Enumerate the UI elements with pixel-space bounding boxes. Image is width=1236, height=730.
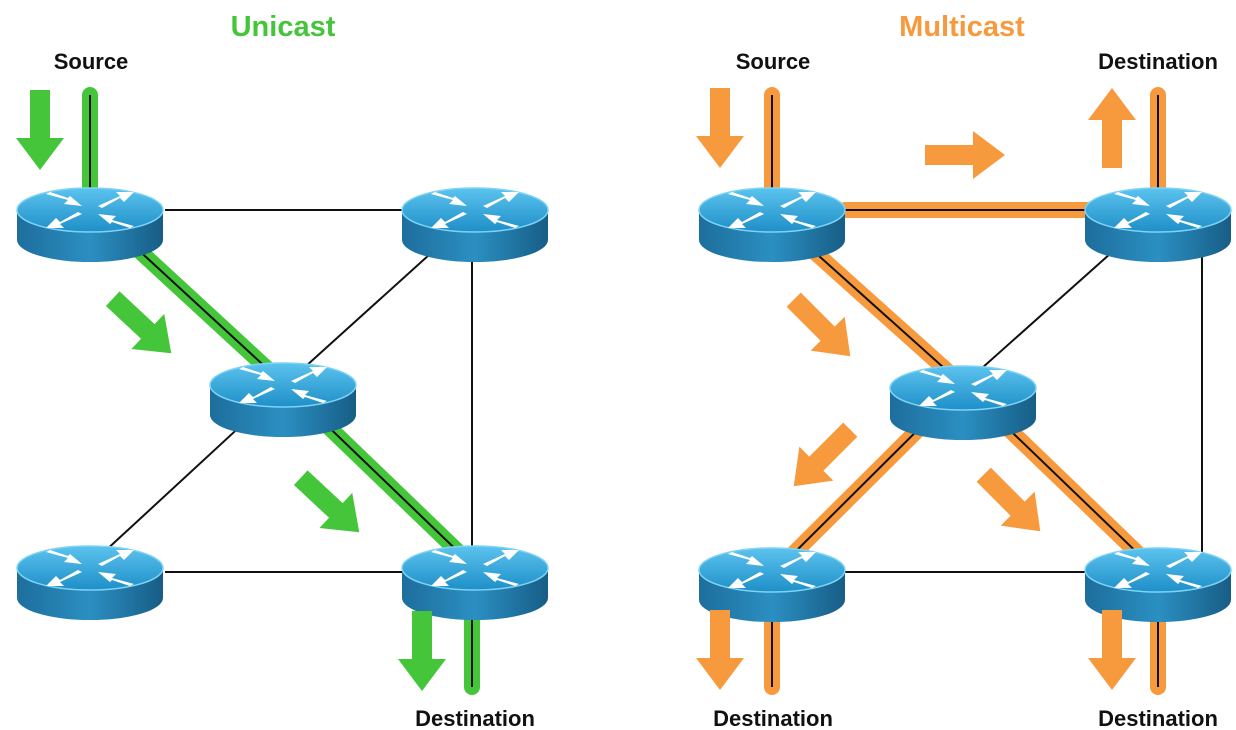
arrow-icon: [1088, 88, 1136, 168]
router-icon: [1084, 187, 1232, 263]
arrow-icon: [284, 460, 376, 550]
router-icon: [698, 187, 846, 263]
multicast-title: Multicast: [899, 11, 1025, 43]
multicast-destination-bottom-right-label: Destination: [1098, 706, 1218, 730]
router-icon: [16, 545, 164, 621]
arrow-icon: [696, 88, 744, 168]
router-icon: [401, 187, 549, 263]
router-icon: [401, 545, 549, 621]
arrow-icon: [96, 281, 188, 371]
unicast-title: Unicast: [231, 11, 336, 43]
unicast-destination-label: Destination: [415, 706, 535, 730]
router-icon: [889, 365, 1037, 441]
router-icon: [209, 362, 357, 438]
arrow-icon: [398, 611, 446, 691]
multicast-source-label: Source: [736, 49, 811, 74]
unicast-source-label: Source: [54, 49, 129, 74]
router-icon: [16, 187, 164, 263]
multicast-destination-top-right-label: Destination: [1098, 49, 1218, 74]
arrow-icon: [1088, 610, 1136, 690]
arrow-icon: [696, 610, 744, 690]
arrow-icon: [925, 131, 1005, 179]
multicast-destination-bottom-left-label: Destination: [713, 706, 833, 730]
multicast-panel: Multicast Source Destination Destination…: [696, 11, 1232, 730]
arrow-icon: [16, 90, 64, 170]
unicast-panel: Unicast Source Destination: [16, 11, 549, 730]
